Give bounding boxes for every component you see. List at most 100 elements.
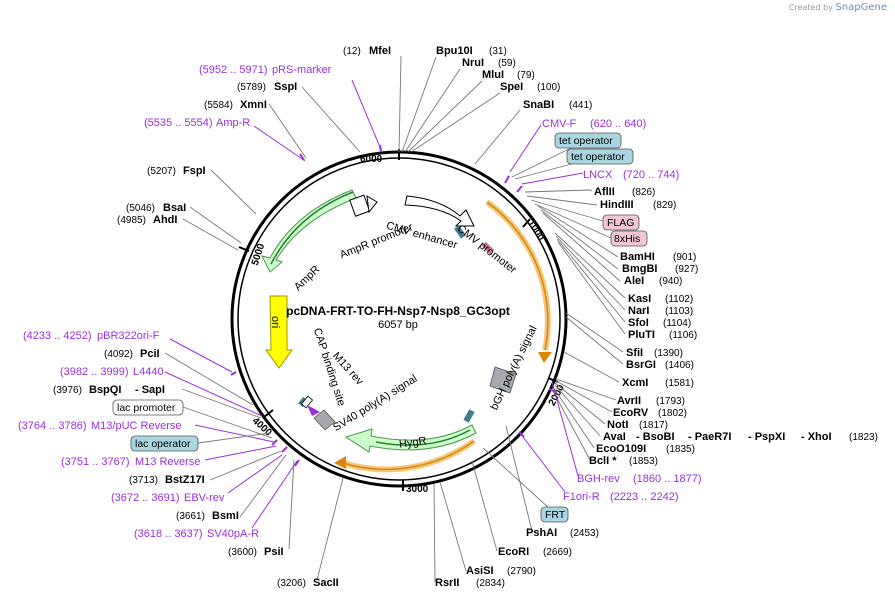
primer-l4440[interactable]: L4440 xyxy=(133,366,164,378)
primer-tick xyxy=(230,371,237,376)
enzyme-bmgbi[interactable]: BmgBI xyxy=(622,263,657,275)
enzyme-avrii-pos: (1793) xyxy=(656,396,685,407)
leader-line xyxy=(239,454,287,518)
enzyme-rsrii[interactable]: RsrII xyxy=(435,577,459,589)
enzyme-xmni[interactable]: XmnI xyxy=(240,99,267,111)
enzyme-labels: (12) MfeI Bpu10I (31) NruI (59) MluI (79… xyxy=(53,45,878,589)
primer-lines xyxy=(164,79,584,529)
enzyme-snabi[interactable]: SnaBI xyxy=(523,99,554,111)
enzyme-nrui[interactable]: NruI xyxy=(462,57,484,69)
enzyme-ecoo109i[interactable]: EcoO109I xyxy=(596,443,646,455)
leader-line xyxy=(407,80,483,153)
enzyme-sspi[interactable]: SspI xyxy=(274,81,297,93)
enzyme-kasi[interactable]: KasI xyxy=(628,293,651,305)
enzyme-bsrgi[interactable]: BsrGI xyxy=(626,359,656,371)
enzyme-spei[interactable]: SpeI xyxy=(500,81,523,93)
box-tet-operator-2[interactable] xyxy=(566,148,634,165)
primer-m13-reverse[interactable]: M13 Reverse xyxy=(135,456,200,468)
enzyme-bstz17i[interactable]: BstZ17I xyxy=(165,474,205,486)
leader-line xyxy=(524,189,593,193)
primer-amp-r[interactable]: Amp-R xyxy=(216,117,250,129)
enzyme-hindiii[interactable]: HindIII xyxy=(600,199,634,211)
enzyme-sfoi[interactable]: SfoI xyxy=(628,317,649,329)
enzyme-mfei[interactable]: MfeI xyxy=(369,45,391,57)
enzyme-nari[interactable]: NarI xyxy=(628,305,649,317)
primer-lncx[interactable]: LNCX xyxy=(583,169,613,181)
enzyme-xcmi[interactable]: XcmI xyxy=(622,377,648,389)
box-flag[interactable] xyxy=(602,214,640,231)
box-8xhis[interactable] xyxy=(610,230,648,247)
inner-label-hygr: HygR xyxy=(398,435,427,451)
enzyme-avai[interactable]: AvaI xyxy=(603,431,626,443)
enzyme-pcii-pos: (4092) xyxy=(104,349,133,360)
enzyme-bsai[interactable]: BsaI xyxy=(163,202,186,214)
enzyme-pspxi[interactable]: - PspXI xyxy=(748,431,785,443)
enzyme-ahdi[interactable]: AhdI xyxy=(153,214,177,226)
enzyme-fspi-pos: (5207) xyxy=(147,166,176,177)
enzyme-pluti[interactable]: PluTI xyxy=(628,329,655,341)
enzyme-bpu10i-pos: (31) xyxy=(489,46,507,57)
primer-f1ori-r-range: (2223 .. 2242) xyxy=(610,491,679,503)
leader-line xyxy=(551,388,591,461)
enzyme-pcii[interactable]: PciI xyxy=(140,348,160,360)
enzyme-aflii-pos: (826) xyxy=(632,187,655,198)
leader-line xyxy=(288,459,295,550)
tick-mark-5000 xyxy=(238,246,250,252)
leader-line xyxy=(542,212,621,282)
primer-line xyxy=(551,381,579,477)
enzyme-psii[interactable]: PsiI xyxy=(264,546,284,558)
enzyme-sacii-pos: (3206) xyxy=(277,578,306,589)
enzyme-avrii[interactable]: AvrII xyxy=(617,395,641,407)
enzyme-mlui[interactable]: MluI xyxy=(482,69,504,81)
enzyme-fspi[interactable]: FspI xyxy=(183,165,206,177)
orf-arc-lower-core xyxy=(342,440,475,471)
snapgene-brand: Created by SnapGene xyxy=(789,2,887,13)
enzyme-pshai[interactable]: PshAI xyxy=(526,527,557,539)
enzyme-paer7i[interactable]: - PaeR7I xyxy=(688,431,731,443)
leader-line xyxy=(182,218,239,251)
enzyme-sacii[interactable]: SacII xyxy=(313,577,339,589)
primer-m13-puc-reverse[interactable]: M13/pUC Reverse xyxy=(91,420,181,432)
enzyme-asisi[interactable]: AsiSI xyxy=(466,565,494,577)
enzyme-sfii[interactable]: SfiI xyxy=(626,347,643,359)
leader-line xyxy=(540,209,619,270)
box-label-tet-operator-1: tet operator xyxy=(559,135,613,147)
primer-bgh-rev[interactable]: BGH-rev xyxy=(577,473,620,485)
primer-line xyxy=(509,124,542,173)
primer-ebv-rev[interactable]: EBV-rev xyxy=(184,492,225,504)
enzyme-aflii[interactable]: AflII xyxy=(594,186,615,198)
box-lac-promoter[interactable] xyxy=(112,399,184,416)
primer-cmv-f[interactable]: CMV-F xyxy=(542,118,577,130)
enzyme-bspqi[interactable]: BspQI xyxy=(89,384,121,396)
box-label-frt: FRT xyxy=(545,509,566,521)
box-tet-operator-1[interactable] xyxy=(554,132,622,149)
enzyme-bcli[interactable]: BclI * xyxy=(589,455,617,467)
enzyme-bsobi[interactable]: - BsoBI xyxy=(636,431,675,443)
primer-cmv-f-range: (620 .. 640) xyxy=(590,118,646,130)
box-lines xyxy=(182,146,612,510)
primer-f1ori-r[interactable]: F1ori-R xyxy=(563,491,600,503)
primer-sv40pa-r[interactable]: SV40pA-R xyxy=(207,528,259,540)
primer-m13-reverse-range: (3751 .. 3767) xyxy=(61,456,130,468)
enzyme-bamhi[interactable]: BamHI xyxy=(620,251,655,263)
primer-tick xyxy=(294,459,300,467)
primer-line xyxy=(194,424,275,443)
enzyme-noti[interactable]: NotI xyxy=(607,419,628,431)
primer-bgh-rev-range: (1860 .. 1877) xyxy=(633,473,702,485)
primer-pbr322ori-f[interactable]: pBR322ori-F xyxy=(97,330,160,342)
orf-arrow-head-lower xyxy=(334,456,346,469)
primer-line xyxy=(164,371,263,417)
enzyme-ecorv[interactable]: EcoRV xyxy=(613,407,649,419)
primer-prs-marker[interactable]: pRS-marker xyxy=(272,64,332,76)
box-lac-operator[interactable] xyxy=(130,435,199,452)
enzyme-bsmi[interactable]: BsmI xyxy=(212,510,239,522)
enzyme-xhoi[interactable]: - XhoI xyxy=(801,431,832,443)
enzyme-bpu10i[interactable]: Bpu10I xyxy=(436,45,473,57)
enzyme-sapi[interactable]: - SapI xyxy=(135,384,165,396)
leader-line xyxy=(210,169,257,215)
primer-tick xyxy=(299,153,305,161)
enzyme-alei[interactable]: AleI xyxy=(624,275,644,287)
box-frt[interactable] xyxy=(540,506,569,523)
enzyme-ecori[interactable]: EcoRI xyxy=(498,546,529,558)
